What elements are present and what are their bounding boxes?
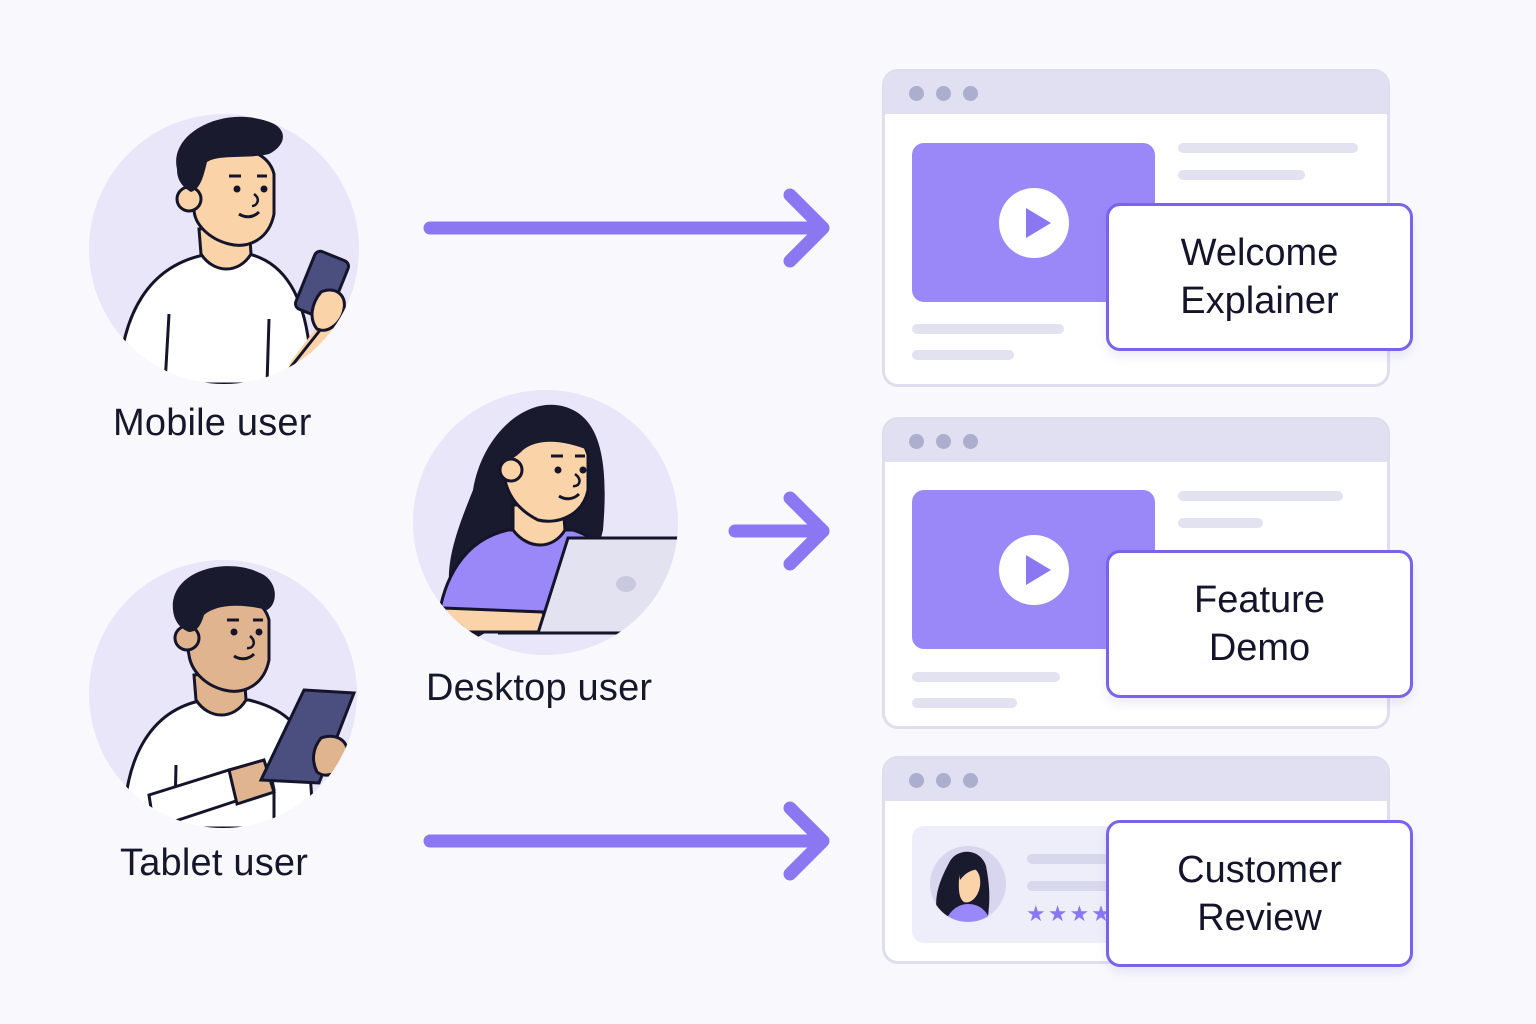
window-dot-icon	[963, 85, 978, 101]
text-placeholder-line	[1027, 881, 1157, 891]
content-label-feature: Feature Demo	[1106, 550, 1413, 698]
persona-circle	[413, 390, 678, 655]
text-placeholder-line	[912, 324, 1064, 334]
browser-title-bar	[885, 72, 1387, 114]
window-dot-icon	[963, 772, 978, 788]
text-placeholder-line	[1178, 518, 1263, 528]
persona-circle	[89, 560, 357, 828]
desktop-user-illustration	[436, 404, 678, 640]
window-dot-icon	[936, 772, 951, 788]
arrow-icon-tablet-to-review	[423, 801, 830, 881]
mobile-user-illustration	[117, 116, 350, 384]
star-rating-icon: ★★★★	[1026, 901, 1113, 926]
persona-desktop: Desktop user	[410, 375, 710, 715]
content-title-line1: Customer	[1177, 848, 1342, 891]
text-placeholder-line	[1178, 143, 1358, 153]
text-placeholder-line	[1178, 170, 1305, 180]
content-title-line1: Welcome	[1180, 232, 1339, 274]
play-icon[interactable]	[998, 534, 1069, 605]
text-placeholder-line	[1178, 491, 1343, 501]
content-title-line2: Demo	[1208, 627, 1311, 669]
window-dot-icon	[963, 433, 978, 449]
text-placeholder-line	[912, 672, 1060, 682]
reviewer-avatar-illustration	[936, 851, 991, 922]
arrow-icon-mobile-to-welcome	[423, 188, 830, 268]
persona-label-mobile: Mobile user	[113, 402, 312, 444]
content-title-line2: Explainer	[1180, 280, 1339, 322]
persona-circle	[89, 114, 359, 384]
persona-mobile: Mobile user	[85, 100, 365, 450]
persona-tablet: Tablet user	[85, 540, 365, 890]
text-placeholder-line	[1027, 854, 1157, 864]
content-title-line2: Review	[1197, 896, 1322, 939]
window-dot-icon	[936, 85, 951, 101]
persona-label-tablet: Tablet user	[120, 842, 309, 884]
browser-title-bar	[885, 759, 1387, 801]
arrow-icon-desktop-to-feature	[728, 491, 830, 571]
reviewer-avatar	[930, 846, 1006, 922]
content-label-welcome: Welcome Explainer	[1106, 203, 1413, 351]
window-dot-icon	[909, 772, 924, 788]
browser-title-bar	[885, 420, 1387, 462]
text-placeholder-line	[912, 698, 1017, 708]
window-dot-icon	[936, 433, 951, 449]
play-icon[interactable]	[998, 187, 1069, 258]
tablet-user-illustration	[122, 566, 357, 828]
text-placeholder-line	[912, 350, 1014, 360]
window-dot-icon	[909, 433, 924, 449]
content-label-review: Customer Review	[1106, 820, 1413, 967]
window-dot-icon	[909, 85, 924, 101]
persona-label-desktop: Desktop user	[426, 667, 653, 709]
content-title-line1: Feature	[1194, 579, 1325, 621]
